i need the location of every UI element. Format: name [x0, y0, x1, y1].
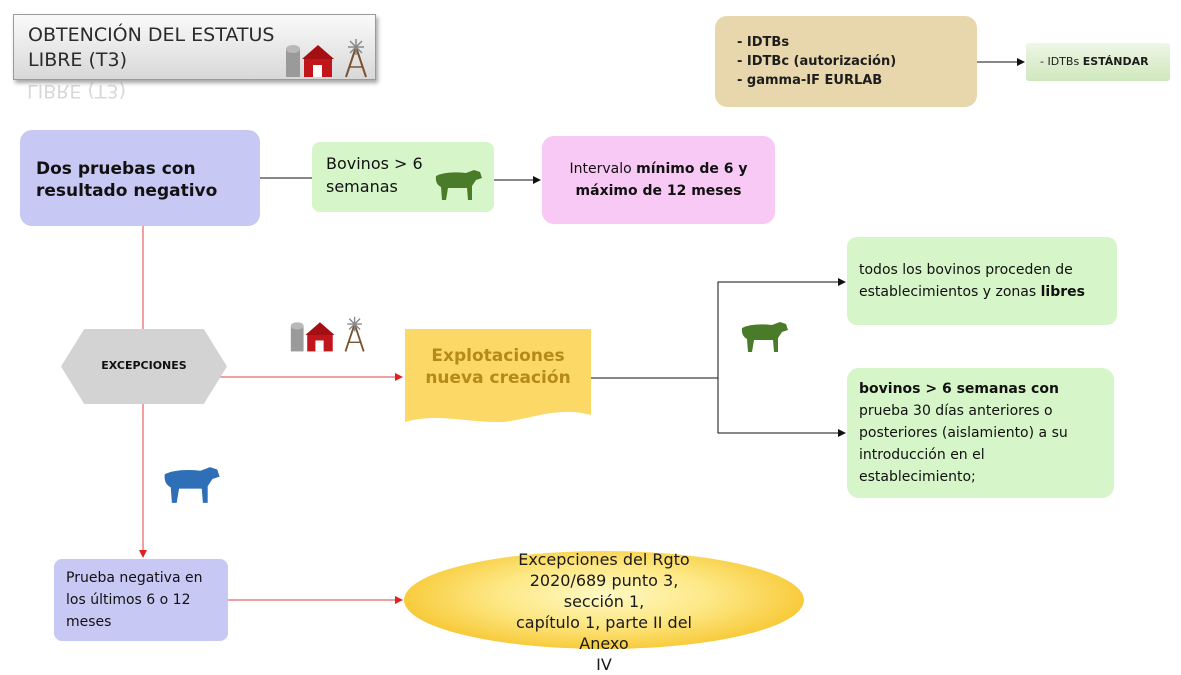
- bovines-test-line: introducción en el: [859, 447, 985, 463]
- standard-prefix: - IDTBs: [1040, 55, 1083, 68]
- bovines-test-line: establecimiento;: [859, 469, 976, 485]
- cow-icon: [164, 467, 220, 503]
- test-item: - gamma-IF EURLAB: [737, 73, 883, 88]
- title-text: OBTENCIÓN DEL ESTATUS LIBRE (T3): [28, 24, 275, 71]
- negative-test-line: Prueba negativa en: [66, 570, 203, 586]
- bovines-test-line: posteriores (aislamiento) a su: [859, 425, 1068, 441]
- two-tests-line: Dos pruebas con: [36, 159, 196, 179]
- arrow-branch-to-todos: [717, 278, 846, 378]
- regulation-line: Excepciones del Rgto: [518, 550, 690, 569]
- test-item: - IDTBs: [737, 35, 790, 50]
- exceptions-label: EXCEPCIONES: [101, 359, 187, 372]
- farm-icon: [286, 39, 367, 78]
- cow-icon: [741, 322, 788, 352]
- title-box: OBTENCIÓN DEL ESTATUS LIBRE (T3): [13, 14, 376, 80]
- standard-bold: ESTÁNDAR: [1082, 55, 1149, 68]
- interval-bold: mínimo de 6 y: [636, 161, 748, 177]
- regulation-line: 2020/689 punto 3, sección 1,: [529, 571, 679, 611]
- cow-icon: [435, 170, 482, 200]
- negative-test-line: los últimos 6 o 12: [66, 592, 191, 608]
- negative-test-line: meses: [66, 614, 112, 630]
- interval-box: Intervalo mínimo de 6 y máximo de 12 mes…: [542, 136, 775, 224]
- new-farms-line: nueva creación: [425, 368, 571, 388]
- tests-box: - IDTBs - IDTBc (autorización) - gamma-I…: [715, 16, 977, 107]
- regulation-line: IV: [596, 655, 612, 674]
- standard-box: - IDTBs ESTÁNDAR: [1026, 43, 1170, 81]
- bovines-test-box: bovinos > 6 semanas con prueba 30 días a…: [847, 368, 1114, 498]
- interval-prefix: Intervalo: [569, 161, 637, 177]
- new-farms-line: Explotaciones: [431, 346, 565, 366]
- negative-test-box: Prueba negativa en los últimos 6 o 12 me…: [54, 559, 228, 641]
- all-bovines-bold: libres: [1040, 284, 1085, 300]
- test-item: - IDTBc (autorización): [737, 54, 897, 69]
- new-farms-box: Explotaciones nueva creación: [405, 329, 591, 424]
- interval-bold: máximo de 12 meses: [575, 183, 742, 199]
- exceptions-hexagon: EXCEPCIONES: [61, 329, 227, 404]
- two-tests-box: Dos pruebas con resultado negativo: [20, 130, 260, 226]
- all-bovines-line: todos los bovinos proceden de: [859, 262, 1073, 278]
- farm-icon: [290, 316, 365, 352]
- bovinos-box: Bovinos > 6 semanas: [312, 142, 494, 212]
- all-bovines-line: establecimientos y zonas: [859, 284, 1041, 300]
- connector-layer: [139, 58, 1025, 604]
- regulation-line: capítulo 1, parte II del Anexo: [516, 613, 692, 653]
- arrow-branch-to-bovinos2: [717, 378, 846, 437]
- all-bovines-box: todos los bovinos proceden de establecim…: [847, 237, 1117, 325]
- title-reflection: LIBRE (T3): [27, 82, 126, 102]
- regulation-text: Excepciones del Rgto 2020/689 punto 3, s…: [500, 549, 708, 675]
- bovinos-line: Bovinos > 6: [326, 154, 423, 173]
- bovines-test-line: prueba 30 días anteriores o: [859, 403, 1053, 419]
- bovinos-line: semanas: [326, 177, 398, 196]
- regulation-ellipse: [404, 551, 804, 649]
- bovines-test-bold: bovinos > 6 semanas con: [859, 381, 1059, 397]
- two-tests-line: resultado negativo: [36, 181, 218, 201]
